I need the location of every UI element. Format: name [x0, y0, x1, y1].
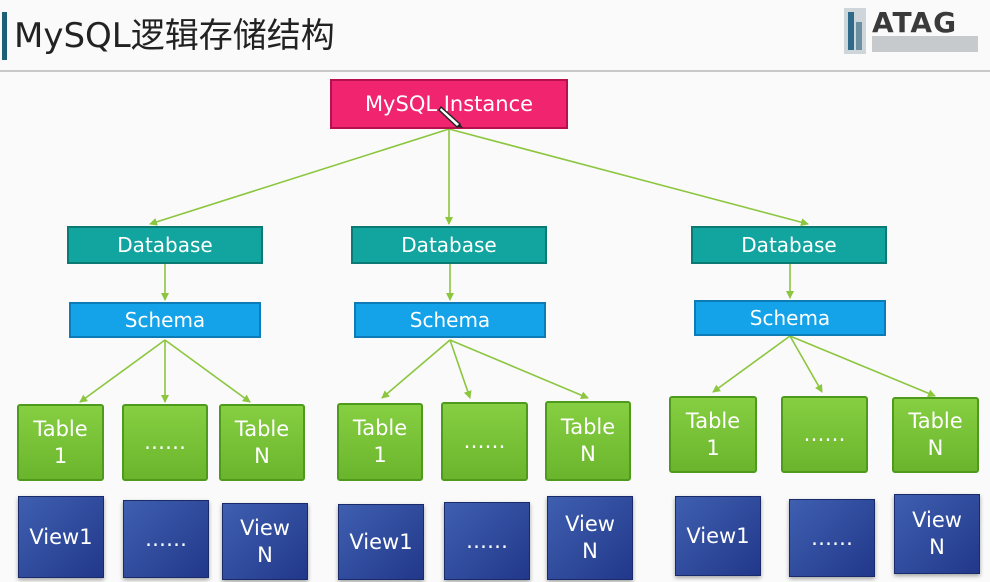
database-node-2: Database: [351, 226, 547, 264]
logo-text: ATAG: [872, 6, 957, 39]
view-node-3-first: View1: [675, 496, 761, 576]
company-logo: ATAG: [844, 6, 978, 54]
view-node-2-first: View1: [338, 504, 424, 580]
table-node-3-ellipsis: ……: [781, 396, 868, 473]
mysql-instance-node: MySQL Instance: [330, 79, 568, 129]
slide-header: MySQL逻辑存储结构 ATAG: [0, 0, 990, 70]
schema-node-2: Schema: [354, 302, 546, 338]
table-node-1-ellipsis: ……: [122, 404, 208, 481]
view-node-1-ellipsis: ……: [123, 500, 209, 578]
title-accent-bar: [2, 12, 7, 60]
view-node-2-ellipsis: ……: [444, 502, 530, 580]
table-node-1-first: Table 1: [17, 404, 104, 481]
database-node-3: Database: [691, 226, 887, 264]
schema-node-3: Schema: [694, 300, 886, 336]
table-node-2-first: Table 1: [337, 403, 423, 481]
table-node-3-first: Table 1: [669, 396, 757, 473]
header-divider: [0, 70, 990, 72]
view-node-2-last: View N: [547, 496, 633, 580]
view-node-1-last: View N: [222, 503, 308, 580]
view-node-3-ellipsis: ……: [789, 499, 875, 577]
view-node-3-last: View N: [894, 494, 980, 574]
table-node-3-last: Table N: [892, 397, 979, 473]
database-node-1: Database: [67, 226, 263, 264]
view-node-1-first: View1: [18, 496, 104, 578]
table-node-1-last: Table N: [219, 404, 305, 481]
pen-cursor-icon: [438, 105, 463, 128]
table-node-2-ellipsis: ……: [441, 402, 528, 481]
schema-node-1: Schema: [69, 302, 261, 338]
slide-title: MySQL逻辑存储结构: [14, 16, 335, 56]
table-node-2-last: Table N: [545, 401, 631, 481]
